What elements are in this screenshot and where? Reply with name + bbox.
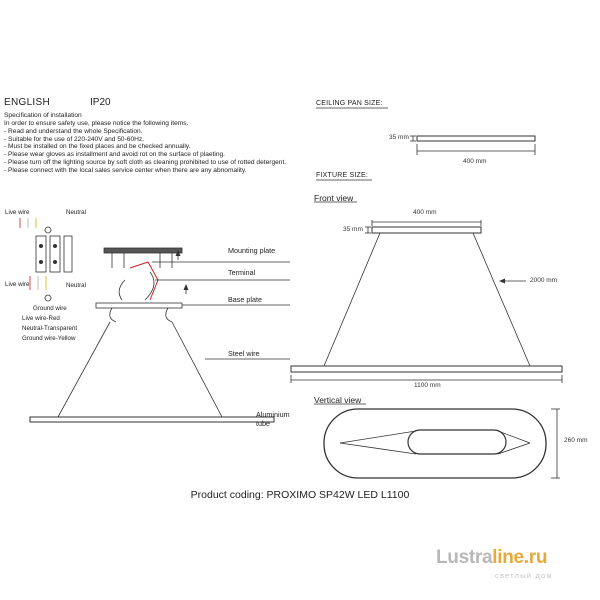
terminal-wire-red xyxy=(129,261,159,301)
ceiling-pan-width-label: 400 mm xyxy=(463,158,487,165)
mounting-plate-shape xyxy=(103,247,183,254)
up-arrow-icon xyxy=(175,250,181,256)
spec-item: - Please connect with the local sales se… xyxy=(4,166,247,174)
vertical-height-label: 260 mm xyxy=(564,437,588,444)
front-aluminium-tube xyxy=(290,365,563,373)
vertical-ceiling-pan xyxy=(407,429,507,455)
ceiling-pan-shape xyxy=(416,135,536,142)
vertical-wire xyxy=(497,430,531,444)
ground-wire-label: Ground wire xyxy=(33,305,67,312)
front-top-height-label: 35 mm xyxy=(343,226,363,233)
base-plate-shape xyxy=(95,302,183,309)
color-key-ground: Ground wire-Yellow xyxy=(22,335,76,342)
neutral-label: Neutral xyxy=(66,209,86,216)
spec-item: - Please wear gloves as installment and … xyxy=(4,151,226,159)
color-key-live: Live wire-Red xyxy=(22,315,60,322)
front-steel-wire-left xyxy=(323,232,381,367)
language-label: ENGLISH xyxy=(4,97,51,108)
base-plate-label: Base plate xyxy=(228,295,262,304)
ground-icon xyxy=(44,226,52,234)
mounting-screws xyxy=(111,253,173,268)
fixture-size-title: FIXTURE SIZE: xyxy=(316,172,368,179)
ip-rating-label: IP20 xyxy=(90,97,111,108)
live-wire-label: Live wire xyxy=(5,209,30,216)
steel-wire-left xyxy=(57,321,111,418)
front-ceiling-pan xyxy=(371,226,482,234)
terminal-label: Terminal xyxy=(228,268,256,277)
ground-icon xyxy=(44,294,52,302)
front-steel-wire-right xyxy=(472,232,531,367)
neutral-label: Neutral xyxy=(66,282,86,289)
terminal-block xyxy=(35,235,47,273)
vertical-wire xyxy=(339,430,417,444)
steel-wire-right xyxy=(171,321,223,418)
logo-tagline: светлый дом xyxy=(495,571,553,580)
spec-title: Specification of installation xyxy=(4,112,82,119)
front-view-title: Front view xyxy=(314,193,354,203)
spec-item: - Must be installed on the fixed places … xyxy=(4,143,191,151)
hook-icon xyxy=(109,307,173,323)
terminal-connector xyxy=(118,271,155,301)
vertical-view-title: Vertical view xyxy=(314,395,362,405)
up-arrow-icon xyxy=(183,284,189,290)
ceiling-pan-height-label: 35 mm xyxy=(389,134,409,141)
color-key-neutral: Neutral-Transparent xyxy=(22,325,78,332)
mounting-plate-label: Mounting plate xyxy=(228,246,276,255)
logo-main: Lustra xyxy=(436,547,493,568)
terminal-screw xyxy=(53,259,58,264)
front-bottom-width-label: 1100 mm xyxy=(414,382,441,389)
spec-item: - Read and understand the whole Specific… xyxy=(4,127,143,135)
spec-item: - Suitable for the use of 220-240V and 5… xyxy=(4,135,145,143)
ceiling-pan-title: CEILING PAN SIZE: xyxy=(316,100,383,107)
terminal-block xyxy=(63,235,73,273)
spec-list: In order to ensure safety use, please no… xyxy=(4,120,286,175)
terminal-screw xyxy=(39,243,44,248)
steel-wire-label: Steel wire xyxy=(228,349,260,358)
spec-item: - Please turn off the lighting source by… xyxy=(4,158,287,166)
live-wire-label: Live wire xyxy=(5,281,30,288)
terminal-block xyxy=(49,235,61,273)
logo-accent: line.ru xyxy=(492,547,548,568)
vertical-outer-loop xyxy=(323,408,547,479)
terminal-screw xyxy=(39,259,44,264)
product-coding: Product coding: PROXIMO SP42W LED L1100 xyxy=(190,489,410,501)
brand-logo: Lustraline.ru xyxy=(436,547,548,569)
arrow-icon xyxy=(499,278,505,284)
spec-item: In order to ensure safety use, please no… xyxy=(4,120,189,127)
vertical-wire xyxy=(339,442,417,455)
terminal-screw xyxy=(53,243,58,248)
aluminium-tube-shape xyxy=(29,416,275,423)
front-top-width-label: 400 mm xyxy=(413,209,437,216)
cable-length-label: 2000 mm xyxy=(530,277,558,284)
aluminium-tube-label: Aluminium tube xyxy=(256,410,290,428)
vertical-wire xyxy=(497,442,531,455)
